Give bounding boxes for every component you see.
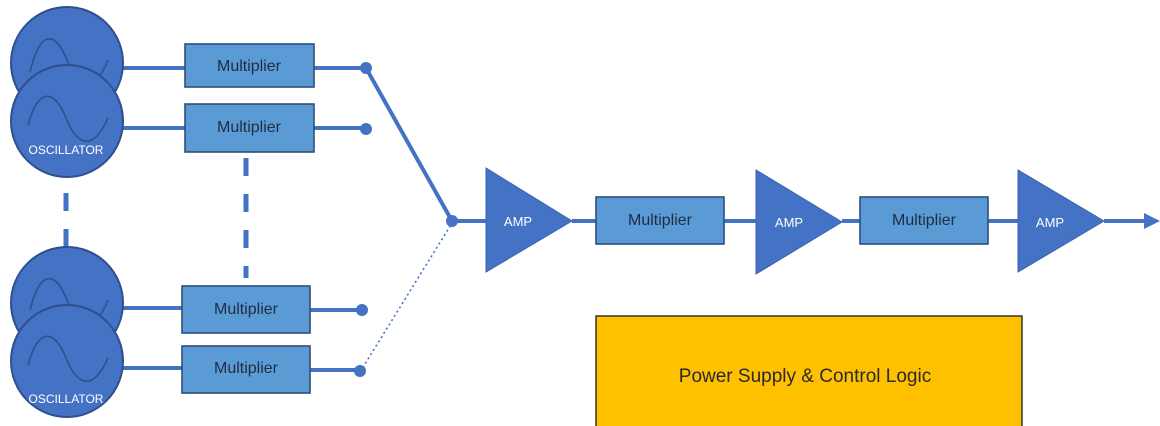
oscillator-label: OSCILLATOR [29,143,104,157]
sine-wave-icon [27,335,109,383]
power-supply-label: Power Supply & Control Logic [679,366,931,387]
multiplier-label: Multiplier [214,301,279,318]
switch-inactive-line [359,222,453,373]
chain-multiplier-1: Multiplier [595,196,725,245]
output-arrow-icon [1144,213,1160,229]
switch-node-2 [360,123,372,135]
switch-active-line [364,67,454,222]
multiplier-4: Multiplier [181,345,311,394]
chain-multiplier-2: Multiplier [859,196,989,245]
switch-node-4 [354,365,366,377]
amp-label: AMP [1036,215,1064,230]
amp-2: AMP [755,169,843,275]
multiplier-label: Multiplier [217,58,282,75]
amp-label: AMP [775,215,803,230]
oscillator-label: OSCILLATOR [29,392,104,406]
power-supply-block: Power Supply & Control Logic [595,315,1023,426]
multiplier-3: Multiplier [181,285,311,334]
multiplier-2: Multiplier [184,103,315,153]
amp-3: AMP [1017,169,1105,273]
multiplier-label: Multiplier [214,360,279,377]
multiplier-label: Multiplier [892,212,957,229]
amp-1: AMP [485,167,573,273]
switch-node-1 [360,62,372,74]
multiplier-1: Multiplier [184,43,315,88]
oscillator-2: OSCILLATOR [10,64,124,178]
oscillator-4: OSCILLATOR [10,304,124,418]
combiner-node [446,215,458,227]
amp-label: AMP [504,214,532,229]
multiplier-label: Multiplier [217,119,282,136]
switch-node-3 [356,304,368,316]
sine-wave-icon [27,95,109,143]
multiplier-label: Multiplier [628,212,693,229]
